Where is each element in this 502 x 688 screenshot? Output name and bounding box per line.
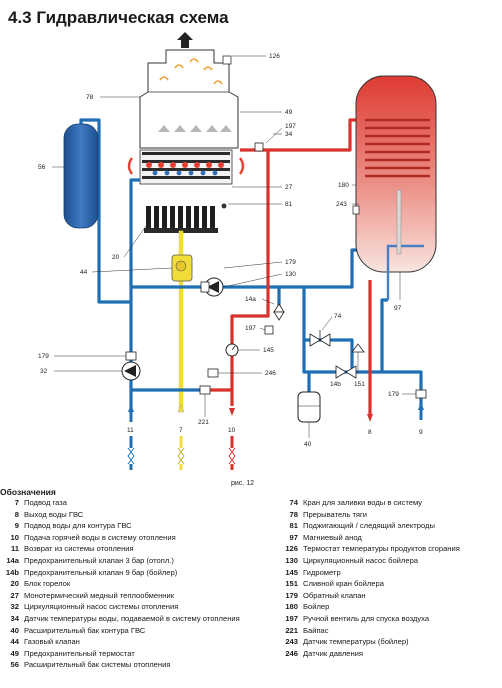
fill-valve-74 bbox=[309, 330, 331, 347]
page-title: 4.3 Гидравлическая схема bbox=[8, 8, 229, 27]
dhw-boiler-180 bbox=[352, 75, 437, 300]
callout-179-right: 179 bbox=[388, 391, 399, 398]
callout-145: 145 bbox=[263, 347, 274, 354]
safety-valve-14a bbox=[273, 303, 285, 321]
isolation-valves bbox=[127, 436, 236, 470]
callout-20: 20 bbox=[112, 254, 120, 261]
manometer-145 bbox=[225, 343, 239, 357]
callout-40: 40 bbox=[304, 441, 312, 448]
heat-flow-arrows bbox=[158, 125, 232, 132]
callout-197-mid: 197 bbox=[245, 325, 256, 332]
callout-27: 27 bbox=[285, 184, 293, 191]
pressure-sensor-246 bbox=[207, 368, 219, 378]
callout-78: 78 bbox=[86, 94, 94, 101]
callout-179-left: 179 bbox=[38, 353, 49, 360]
callout-97: 97 bbox=[394, 305, 402, 312]
callout-14b: 14b bbox=[330, 381, 341, 388]
callout-49: 49 bbox=[285, 109, 293, 116]
callout-130: 130 bbox=[285, 271, 296, 278]
return-inlet-arrow-icon bbox=[128, 404, 134, 422]
callout-151: 151 bbox=[354, 381, 365, 388]
connection-8: 8 bbox=[368, 429, 372, 436]
callout-180: 180 bbox=[338, 182, 349, 189]
figure-caption: рис. 12 bbox=[231, 480, 254, 487]
gas-inlet-arrow-icon bbox=[177, 403, 185, 413]
callout-243: 243 bbox=[336, 201, 347, 208]
flow-outlet-arrow-icon bbox=[229, 408, 235, 416]
air-vent-197 bbox=[254, 142, 274, 335]
flue-thermostat-126 bbox=[222, 55, 232, 65]
legend-heading: Обозначения bbox=[0, 487, 56, 497]
callout-126: 126 bbox=[269, 53, 280, 60]
dhw-expansion-vessel-40 bbox=[297, 391, 321, 423]
heating-expansion-tank-56 bbox=[63, 123, 99, 229]
check-valve-179-left bbox=[125, 351, 137, 361]
callout-44: 44 bbox=[80, 269, 88, 276]
callout-197-top: 197 bbox=[285, 123, 296, 130]
connection-10: 10 bbox=[228, 427, 236, 434]
callout-32: 32 bbox=[40, 368, 48, 375]
callout-74: 74 bbox=[334, 313, 342, 320]
connection-11: 11 bbox=[127, 427, 134, 434]
check-valve-179-right bbox=[415, 389, 427, 399]
callout-221: 221 bbox=[198, 419, 209, 426]
callout-179-mid: 179 bbox=[285, 259, 296, 266]
safety-valve-14b bbox=[335, 365, 357, 379]
flue-hood bbox=[139, 49, 239, 149]
callout-246: 246 bbox=[265, 370, 276, 377]
connection-7: 7 bbox=[179, 427, 183, 434]
connection-9: 9 bbox=[419, 429, 423, 436]
leader-lines bbox=[52, 55, 416, 438]
burner-block bbox=[144, 203, 227, 233]
drain-valve-151 bbox=[351, 343, 365, 353]
callout-56: 56 bbox=[38, 164, 46, 171]
boiler-pump-130 bbox=[204, 277, 224, 297]
bypass-221 bbox=[199, 385, 211, 395]
hot-outlet-arrow-icon bbox=[367, 414, 373, 422]
cold-inlet-arrow-icon bbox=[418, 402, 424, 420]
gas-valve-44 bbox=[171, 254, 193, 282]
callout-14a: 14a bbox=[245, 296, 256, 303]
heating-pump-32 bbox=[121, 361, 141, 381]
check-valve-179-mid bbox=[200, 281, 210, 293]
flue-arrow-icon bbox=[177, 32, 193, 48]
callout-34: 34 bbox=[285, 131, 293, 138]
callout-81: 81 bbox=[285, 201, 293, 208]
heat-exchanger bbox=[127, 149, 245, 185]
